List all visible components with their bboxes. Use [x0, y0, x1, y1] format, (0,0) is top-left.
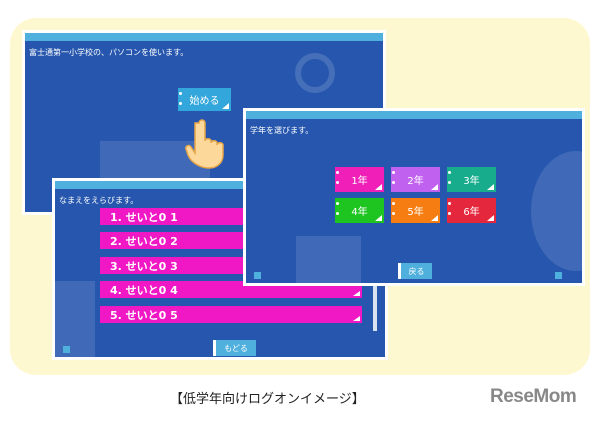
grade-3-button[interactable]: 3年	[447, 167, 496, 192]
start-message: 富士通第一小学校の、パソコンを使います。	[29, 48, 189, 57]
grade-message: 学年を選びます。	[250, 126, 314, 135]
footer-icon	[555, 272, 562, 279]
grade-6-button[interactable]: 6年	[447, 198, 496, 223]
grade-select-screen: 学年を選びます。 1年 2年 3年 4年 5年 6年 戻る	[243, 108, 585, 286]
scissors-decoration	[295, 53, 335, 93]
school-building-decoration	[296, 236, 361, 283]
title-bar	[55, 181, 385, 189]
title-bar	[25, 33, 383, 41]
compass-decoration	[531, 151, 582, 271]
grade-1-button[interactable]: 1年	[335, 167, 384, 192]
scrollbar[interactable]	[373, 281, 377, 331]
grade-5-button[interactable]: 5年	[391, 198, 440, 223]
grade-2-button[interactable]: 2年	[391, 167, 440, 192]
footer-icon	[254, 272, 261, 279]
back-button[interactable]: もどる	[213, 340, 256, 356]
resemom-logo: ReseMom	[490, 386, 577, 407]
student-item[interactable]: 5. せいと0 5	[100, 306, 362, 323]
title-bar	[246, 111, 582, 119]
pencil-decoration	[55, 281, 95, 357]
caption: 【低学年向けログオンイメージ】	[170, 392, 365, 407]
start-button[interactable]: 始める	[178, 88, 231, 111]
footer-icon	[63, 346, 70, 353]
grade-4-button[interactable]: 4年	[335, 198, 384, 223]
back-button[interactable]: 戻る	[398, 263, 432, 279]
pointer-hand-icon	[185, 119, 224, 169]
names-message: なまえをえらびます。	[59, 196, 139, 205]
